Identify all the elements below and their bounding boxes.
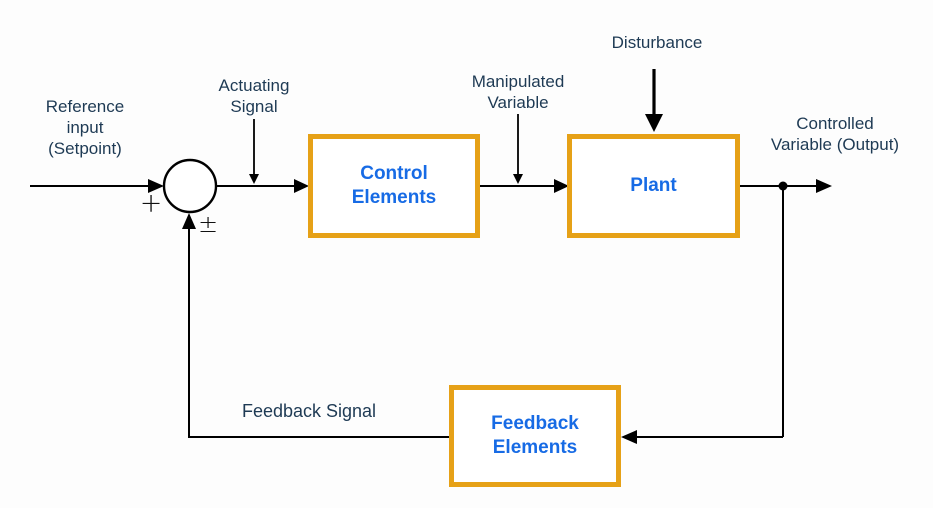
manipulated-variable-arrowhead [554, 179, 569, 193]
control-elements-block: Control Elements [308, 134, 480, 238]
disturbance-arrowhead [645, 114, 663, 132]
control-elements-label: Control Elements [351, 162, 437, 208]
feedback-signal-label: Feedback Signal [241, 401, 377, 421]
reference-input-arrowhead [148, 179, 164, 193]
actuating-signal-label: Actuating Signal [218, 76, 290, 116]
plant-label: Plant [630, 174, 677, 196]
controlled-variable-label: Controlled Variable (Output) [770, 114, 900, 154]
feedback-return-line [188, 229, 449, 438]
feedback-elements-label: Feedback Elements [491, 412, 579, 458]
actuating-label-pointer-arrowhead [249, 174, 259, 184]
plant-block: Plant [567, 134, 740, 238]
disturbance-label: Disturbance [611, 33, 703, 52]
summing-junction-circle [162, 158, 218, 214]
summing-junction-plus-sign: + [139, 188, 163, 219]
reference-input-label: Reference input (Setpoint) [45, 97, 125, 158]
output-arrowhead [816, 179, 832, 193]
manipulated-variable-label: Manipulated Variable [471, 72, 565, 112]
feedback-elements-block: Feedback Elements [449, 385, 621, 487]
actuating-signal-arrowhead [294, 179, 309, 193]
manipulated-label-pointer-arrowhead [513, 174, 523, 184]
feedback-input-arrowhead [621, 430, 637, 444]
feedback-return-arrowhead [182, 213, 196, 229]
summing-junction-plus-minus-sign: ± [197, 210, 219, 238]
